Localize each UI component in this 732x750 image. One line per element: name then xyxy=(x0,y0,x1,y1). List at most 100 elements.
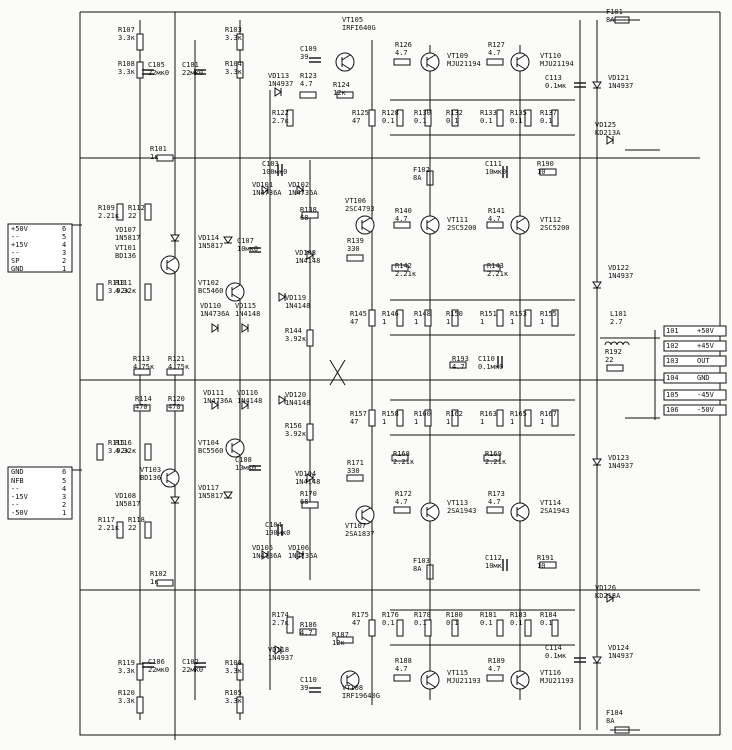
component-symbol xyxy=(551,619,559,637)
component-symbol xyxy=(278,292,286,302)
component-value: 8A xyxy=(606,717,615,725)
component-symbol xyxy=(335,52,355,72)
component-value: 0.1 xyxy=(414,619,427,627)
component-value: 4.7 xyxy=(488,215,501,223)
terminal-box xyxy=(663,340,727,352)
component-symbol xyxy=(391,264,409,272)
component-value: 1N4148 xyxy=(295,257,320,265)
component-ref: C113 xyxy=(545,74,562,82)
component-ref: VT108 xyxy=(342,684,363,692)
component-ref: R122 xyxy=(272,109,289,117)
component-symbol xyxy=(424,309,432,327)
component-value: 1N5817 xyxy=(198,242,223,250)
component-ref: R168 xyxy=(393,450,410,458)
component-value: MJU21193 xyxy=(447,677,481,685)
component-ref: VD124 xyxy=(608,644,629,652)
component-symbol xyxy=(592,281,602,289)
component-value: 3.3к xyxy=(225,667,243,675)
component-ref: R137 xyxy=(540,109,557,117)
component-value: 8A xyxy=(413,565,422,573)
component-value: 3.92к xyxy=(108,447,130,455)
component-ref: R171 xyxy=(347,459,364,467)
component-value: 1N5817 xyxy=(115,500,140,508)
component-symbol xyxy=(368,309,376,327)
component-ref: R167 xyxy=(540,410,557,418)
component-value: 22мк0 xyxy=(182,666,203,674)
component-symbol xyxy=(309,57,321,63)
component-value: 4.75к xyxy=(168,363,190,371)
component-value: 100мк0 xyxy=(265,529,290,537)
component-value: 4.7 xyxy=(488,49,501,57)
component-symbol xyxy=(393,674,411,682)
component-value: 2.21к xyxy=(393,458,415,466)
component-symbol xyxy=(396,309,404,327)
component-value: 1N4736A xyxy=(252,552,282,560)
component-symbol xyxy=(274,645,282,655)
component-symbol xyxy=(299,91,317,99)
component-symbol xyxy=(96,283,104,301)
component-ref: R114 xyxy=(135,395,152,403)
component-symbol xyxy=(391,454,409,462)
component-value: 4.7 xyxy=(395,49,408,57)
pin-row: -- 2 xyxy=(11,501,66,509)
component-ref: R120 xyxy=(118,689,135,697)
pin-number: 4 xyxy=(62,485,66,493)
terminal-label: -50V xyxy=(697,406,715,414)
component-symbol xyxy=(510,215,530,235)
component-value: 0.1 xyxy=(446,619,459,627)
component-symbol xyxy=(156,579,174,587)
component-symbol xyxy=(194,662,206,668)
component-ref: R141 xyxy=(488,207,505,215)
component-value: 39 xyxy=(300,684,308,692)
component-ref: R183 xyxy=(510,611,527,619)
component-ref: VD105 xyxy=(252,544,273,552)
pin-row: GND 1 xyxy=(11,265,66,273)
component-ref: VT110 xyxy=(540,52,561,60)
pin-label: -- xyxy=(11,233,19,241)
component-symbol xyxy=(170,496,180,504)
component-value: KD213A xyxy=(595,592,621,600)
component-symbol xyxy=(301,211,319,219)
pin-number: 3 xyxy=(62,249,66,257)
component-symbol xyxy=(510,670,530,690)
component-symbol xyxy=(136,663,144,681)
component-symbol xyxy=(241,400,249,410)
component-value: 4.7 xyxy=(395,215,408,223)
input-connector-bottom: GND 6 NFB 5 -- 4 -15V 3 -- 2 -50V 1 xyxy=(7,466,73,520)
component-value: 0.1 xyxy=(540,117,553,125)
component-ref: VD116 xyxy=(237,389,258,397)
component-ref: VD122 xyxy=(608,264,629,272)
component-ref: R125 xyxy=(352,109,369,117)
component-value: 2SA1943 xyxy=(447,507,477,515)
component-symbol xyxy=(144,521,152,539)
